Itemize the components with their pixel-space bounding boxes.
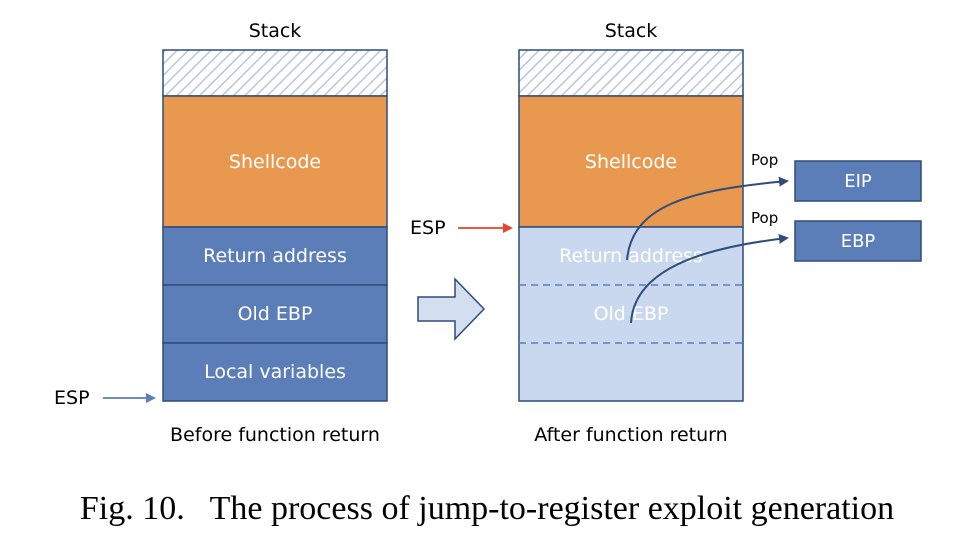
right-stack-hatch [518, 49, 744, 97]
right-old-ebp-label: Old EBP [594, 303, 669, 325]
left-stack-title: Stack [249, 20, 302, 42]
left-shellcode-block [162, 95, 388, 228]
right-shellcode-label: Shellcode [585, 151, 677, 173]
pop-ebp-label: Pop [751, 209, 778, 227]
left-local-variables-label: Local variables [204, 361, 346, 383]
left-old-ebp-label: Old EBP [238, 303, 313, 325]
left-return-address-block [162, 226, 388, 286]
right-esp-label: ESP [410, 217, 446, 239]
pop-eip-curve [626, 176, 789, 261]
right-caption: After function return [534, 424, 727, 446]
right-return-address-label: Return address [559, 245, 703, 267]
right-popped-region [518, 226, 744, 402]
right-stack-title: Stack [605, 20, 658, 42]
transition-arrow [417, 277, 486, 341]
figure-caption: Fig. 10. The process of jump-to-register… [80, 490, 894, 527]
left-old-ebp-block [162, 284, 388, 344]
eip-register-box [794, 160, 922, 202]
left-esp-label: ESP [54, 387, 90, 409]
left-return-address-label: Return address [203, 245, 347, 267]
ebp-register-label: EBP [841, 231, 876, 252]
pop-ebp-curve [630, 233, 789, 324]
left-shellcode-label: Shellcode [229, 151, 321, 173]
ebp-register-box [794, 220, 922, 262]
left-local-variables-block [162, 342, 388, 402]
pop-eip-label: Pop [751, 151, 778, 169]
eip-register-label: EIP [844, 171, 872, 192]
left-caption: Before function return [170, 424, 380, 446]
left-stack-hatch [162, 49, 388, 97]
right-shellcode-block [518, 95, 744, 228]
